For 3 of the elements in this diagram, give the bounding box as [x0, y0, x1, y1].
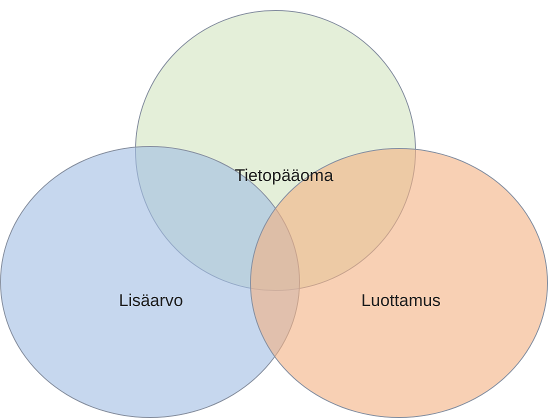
- circle-label: Tietopääoma: [234, 166, 334, 186]
- circle-label: Luottamus: [361, 291, 441, 311]
- circle-label: Lisäarvo: [118, 291, 184, 311]
